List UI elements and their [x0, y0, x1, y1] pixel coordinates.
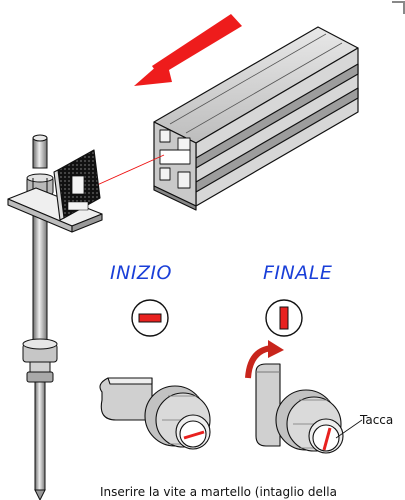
- rail-profile: [153, 26, 359, 211]
- instruction-caption: Inserire la vite a martello (intaglio de…: [100, 485, 337, 499]
- bracket: [7, 149, 103, 233]
- start-label: INIZIO: [110, 262, 172, 284]
- vertical-slot-icon: [265, 299, 303, 337]
- alignment-line: [85, 154, 165, 191]
- hammer-bolt-start: [99, 377, 211, 450]
- direction-arrow-icon: [134, 14, 242, 86]
- notch-label: Tacca: [360, 413, 394, 427]
- corner-mark: [392, 1, 405, 14]
- lower-fitting: [22, 338, 58, 383]
- end-label: FINALE: [263, 262, 333, 284]
- hammer-bolt-end: [245, 340, 363, 454]
- horizontal-slot-icon: [131, 299, 169, 337]
